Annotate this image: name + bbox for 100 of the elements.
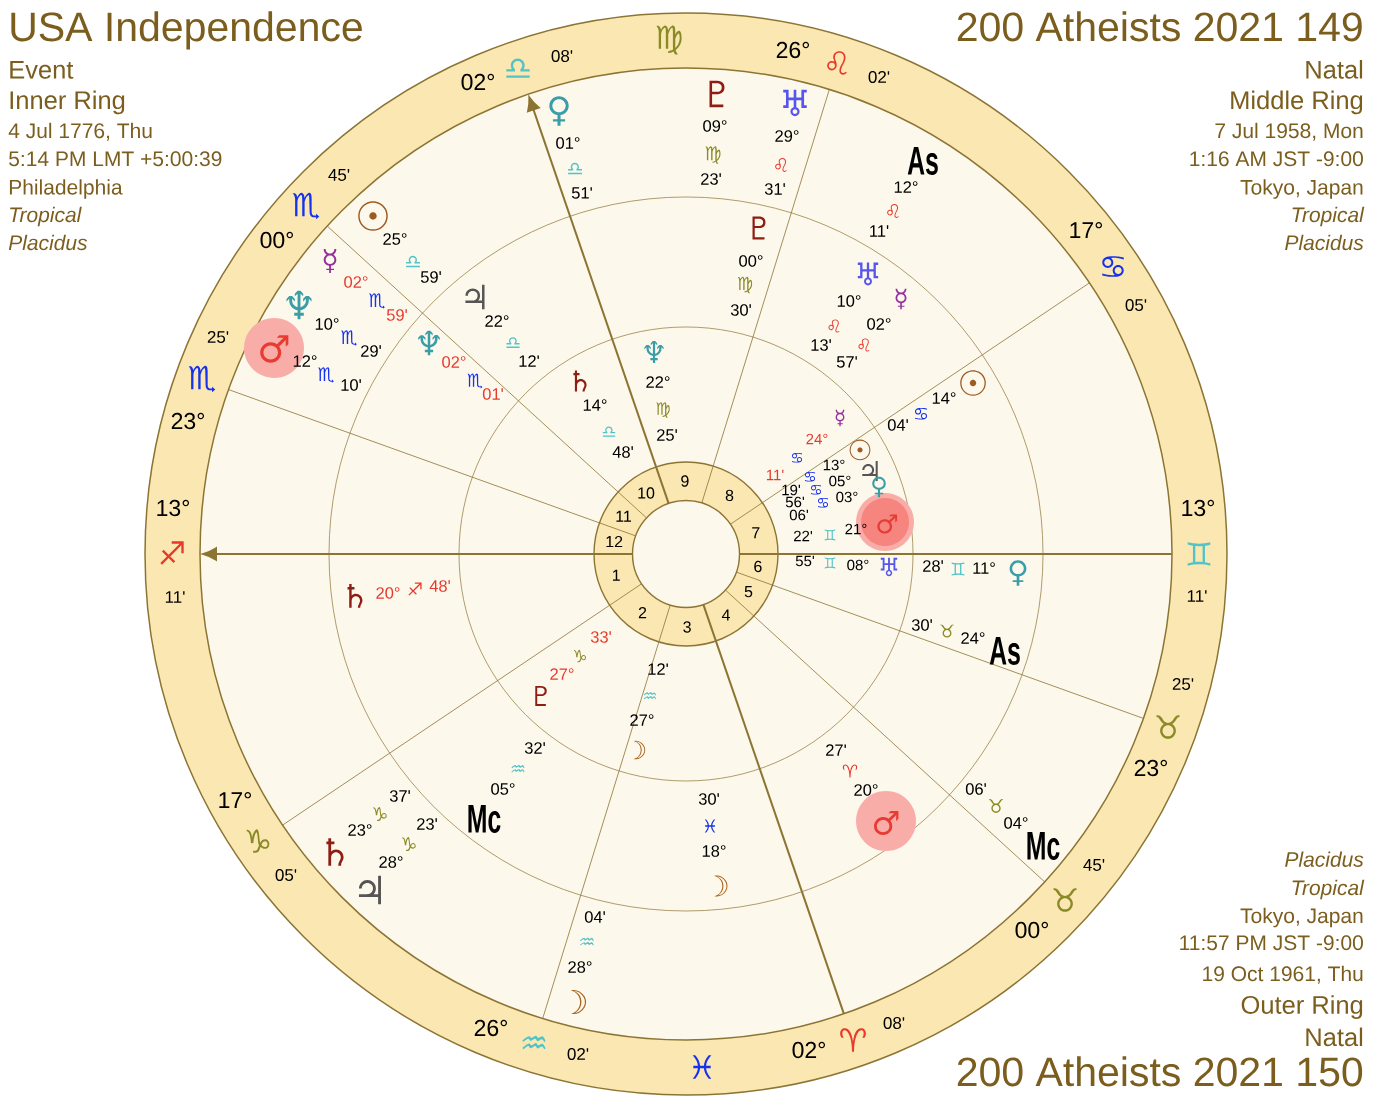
minute-label: 57' [836,356,857,368]
minute-label: 31' [764,183,785,195]
sign-symbol: ♎ [506,337,520,348]
degree-label: 10° [837,295,861,307]
degree-label: 02° [344,276,368,288]
chart-info: 5:14 PM LMT +5:00:39 [9,151,222,167]
chart-title: 200 Atheists 2021 150 [957,1056,1363,1087]
chart-info: 19 Oct 1961, Thu [1203,965,1363,984]
sign-symbol: ♌ [858,338,870,352]
chart-info: 4 Jul 1776, Thu [8,122,152,141]
sign-symbol: ♐ [408,582,422,596]
chart-info: Event [10,60,74,79]
minute-label: 08' [551,50,573,62]
chart-title: USA Independence [11,11,362,50]
sign-symbol: ♑ [373,807,387,821]
degree-label: 18° [702,845,726,857]
chart-info: 1:16 AM JST -9:00 [1190,151,1363,167]
chart-info: 7 Jul 1958, Mon [1215,122,1363,141]
degree-label: 26° [474,1019,507,1037]
planet-symbol: ☉ [358,201,388,231]
degree-label: 11° [973,562,995,574]
planet-symbol: ☽ [633,740,646,760]
house-number: 7 [752,527,760,539]
sign-symbol: ♉ [1053,888,1077,912]
sign-symbol: ♑ [402,837,416,851]
sign-symbol: ♋ [914,407,928,420]
sign-symbol: ♌ [827,51,847,75]
planet-symbol: ♆ [286,290,312,320]
minute-label: 13' [811,339,831,351]
sign-symbol: ♋ [1102,256,1124,277]
degree-label: 01° [556,137,580,149]
chart-info: 11:57 PM JST -9:00 [1180,935,1363,951]
minute-label: 27' [826,744,846,756]
minute-label: 05' [1125,299,1147,311]
minute-label: 23' [701,173,721,185]
planet-symbol: ♇ [709,80,725,108]
planet-symbol: ☿ [323,249,337,273]
degree-label: 00° [260,231,293,249]
degree-label: 28° [379,856,403,868]
minute-label: 06' [789,509,808,521]
degree-label: 04° [1004,817,1028,829]
planet-symbol: ♄ [326,838,344,866]
degree-label: 05° [829,475,851,487]
minute-label: 19' [782,484,800,496]
planet-symbol: ♄ [347,584,363,608]
chart-info: Tokyo, Japan [1240,907,1363,928]
planet-symbol: ☉ [960,370,986,396]
degree-label: 17° [219,791,251,809]
degree-label: 20° [854,784,878,796]
sign-symbol: ♍ [705,146,721,164]
chart-info: Middle Ring [1231,90,1363,115]
planet-symbol: ♅ [783,89,807,117]
minute-label: 59' [420,271,441,283]
sign-symbol: ♉ [940,624,954,638]
minute-label: 05' [275,869,297,881]
sign-symbol: ♒ [511,764,525,773]
sign-symbol: ♏ [292,192,320,220]
degree-label: 28° [568,961,592,973]
degree-label: 27° [550,668,574,680]
planet-symbol: ♀ [549,96,569,126]
degree-label: 24° [961,632,985,644]
minute-label: 04' [584,911,605,923]
degree-label: 12° [293,355,317,367]
house-number: 5 [744,586,753,598]
sign-symbol: ♈ [842,764,858,778]
angle-label: Mc [1027,832,1060,860]
house-number: 2 [638,607,647,619]
degree-label: 00° [1015,921,1048,939]
planet-symbol: ♆ [418,330,440,356]
planet-symbol: ♄ [573,370,587,392]
degree-label: 09° [703,120,727,132]
planet-symbol: ♅ [880,557,898,577]
degree-label: 00° [739,255,763,267]
planet-symbol: ♆ [644,341,664,363]
chart-info: Tropical [1292,206,1365,227]
sign-symbol: ♉ [1156,715,1180,739]
house-number: 6 [754,560,762,573]
degree-label: 17° [1070,221,1102,239]
minute-label: 30' [730,304,751,316]
sign-symbol: ♉ [989,799,1003,813]
degree-label: 27° [630,714,654,726]
minute-label: 48' [429,580,450,592]
minute-label: 37' [389,790,410,802]
degree-label: 14° [932,392,956,404]
degree-label: 21° [845,523,867,535]
degree-label: 20° [376,587,400,599]
minute-label: 25' [657,429,677,441]
sign-symbol: ♋ [811,484,822,495]
sign-symbol: ♑ [574,649,586,663]
degree-label: 02° [792,1041,825,1059]
degree-label: 08° [847,559,869,571]
chart-title: 200 Atheists 2021 149 [957,11,1362,42]
minute-label: 04' [887,419,908,431]
sign-symbol: ♏ [341,330,357,346]
degree-label: 25° [383,233,407,245]
degree-label: 22° [485,315,509,327]
house-number: 10 [638,487,655,499]
degree-label: 02° [867,318,891,330]
planet-symbol: ♂ [874,811,899,835]
sign-symbol: ♑ [246,829,270,853]
